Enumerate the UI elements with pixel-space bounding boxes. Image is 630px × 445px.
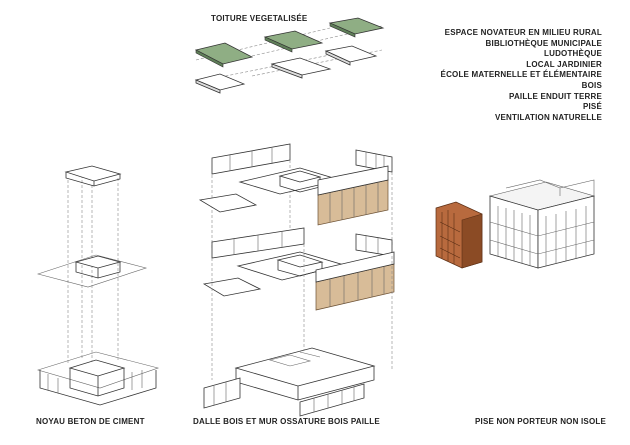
- core-mid-block: [74, 255, 122, 269]
- legend-item: VENTILATION NATURELLE: [494, 112, 602, 122]
- core-ground-plane: [36, 351, 160, 389]
- timber-straw-assembly: [198, 143, 395, 417]
- roof-label: TOITURE VEGETALISÉE: [211, 14, 308, 23]
- legend-item: PAILLE ENDUIT TERRE: [509, 91, 602, 101]
- roof-slab: [194, 73, 246, 91]
- wall-panel: [299, 383, 365, 417]
- roof-assembly: [194, 17, 385, 94]
- core-label: NOYAU BETON DE CIMENT: [36, 417, 145, 426]
- wall-panel: [355, 233, 393, 257]
- legend-item: BOIS: [581, 80, 602, 90]
- ground-floor-shell: [234, 347, 376, 387]
- core-floor-plane: [36, 254, 148, 288]
- rammed-earth-facade-assembly: [435, 179, 596, 269]
- legend-item: ÉCOLE MATERNELLE ET ÉLÉMENTAIRE: [440, 70, 602, 80]
- legend-item: BIBLIOTHÈQUE MUNICIPALE: [485, 38, 602, 48]
- core-top-block: [64, 165, 122, 182]
- legend-item: ESPACE NOVATEUR EN MILIEU RURAL: [444, 28, 602, 37]
- green-roof-panel: [263, 30, 324, 50]
- legend-item: LUDOTHÈQUE: [544, 49, 602, 59]
- structure-label: DALLE BOIS ET MUR OSSATURE BOIS PAILLE: [193, 417, 380, 426]
- green-roof-panel: [328, 17, 385, 35]
- wall-panel: [203, 377, 241, 409]
- wall-panel: [211, 143, 291, 175]
- program-legend: ESPACE NOVATEUR EN MILIEU RURAL BIBLIOTH…: [441, 28, 602, 123]
- facade-label: PISE NON PORTEUR NON ISOLE: [475, 417, 606, 426]
- green-roof-panel: [194, 42, 254, 65]
- concrete-core-assembly: [36, 165, 160, 406]
- core-base-block: [68, 359, 126, 377]
- wall-panel: [198, 193, 258, 213]
- legend-item: PISÉ: [582, 102, 602, 112]
- roof-slab: [270, 57, 332, 76]
- legend-item: LOCAL JARDINIER: [526, 59, 602, 69]
